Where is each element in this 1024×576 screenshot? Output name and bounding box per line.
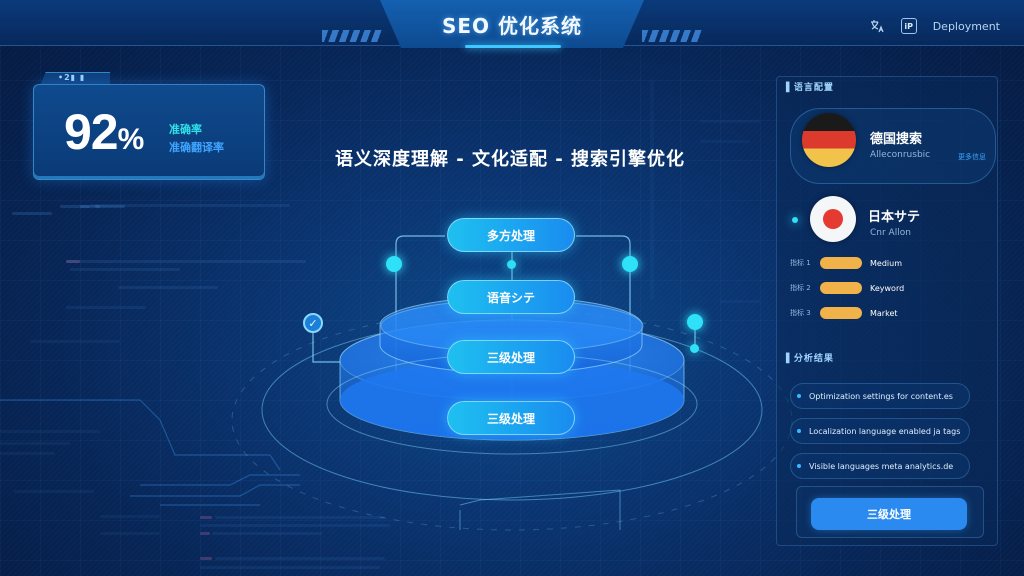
connector-node-far-right-small bbox=[690, 344, 699, 353]
stat-label-primary: 准确率 bbox=[169, 123, 202, 136]
result-list-item[interactable]: Optimization settings for content.es bbox=[790, 383, 970, 409]
metric-row-3: 指标 3 Market bbox=[790, 306, 898, 320]
header: SEO 优化系统 iP Deployment bbox=[0, 0, 1024, 60]
result-list-item[interactable]: Localization language enabled ja tags bbox=[790, 418, 970, 444]
country-name-japan: 日本サテ bbox=[868, 210, 921, 225]
process-button[interactable]: 三级处理 bbox=[811, 498, 967, 530]
pipeline-subtitle: 语义深度理解 - 文化适配 - 搜索引擎优化 bbox=[334, 149, 685, 170]
metric-row-2: 指标 2 Keyword bbox=[790, 281, 904, 295]
bullet-icon bbox=[797, 394, 801, 398]
result-text: Visible languages meta analytics.de bbox=[809, 461, 954, 471]
pipeline-step-4[interactable]: 三级处理 bbox=[447, 401, 575, 435]
stat-unit: % bbox=[117, 123, 145, 156]
section-label-languages: ▌语言配置 bbox=[786, 83, 834, 93]
country-name-germany: 德国搜索 bbox=[870, 132, 923, 147]
section-label-results: ▌分析结果 bbox=[786, 354, 834, 364]
result-list-item[interactable]: Visible languages meta analytics.de bbox=[790, 453, 970, 479]
metric-value: Market bbox=[870, 308, 898, 318]
title-plate bbox=[380, 0, 644, 48]
stat-number: 92 bbox=[64, 104, 119, 160]
metric-value: Keyword bbox=[870, 283, 905, 293]
metric-label: 指标 1 bbox=[790, 259, 811, 267]
user-label[interactable]: Deployment bbox=[932, 19, 1000, 33]
japan-indicator-dot bbox=[792, 217, 798, 223]
metric-bar[interactable] bbox=[820, 307, 862, 319]
result-text: Optimization settings for content.es bbox=[809, 391, 953, 401]
stat-value: 92% bbox=[64, 103, 145, 161]
app-icon[interactable]: iP bbox=[900, 18, 917, 34]
result-text: Localization language enabled ja tags bbox=[809, 426, 961, 436]
header-stripes-right bbox=[642, 30, 702, 42]
connector-node-right bbox=[622, 256, 638, 272]
connector-node-center bbox=[507, 260, 516, 269]
pipeline-step-2[interactable]: 语音シテ bbox=[447, 280, 575, 314]
metric-label: 指标 2 bbox=[790, 284, 811, 292]
japan-flag-icon bbox=[810, 196, 856, 242]
stat-card-tab-label: •2▮ ▮ bbox=[58, 73, 86, 82]
bullet-icon bbox=[797, 429, 801, 433]
connector-node-far-right bbox=[687, 314, 703, 330]
bullet-icon bbox=[797, 464, 801, 468]
accuracy-stat-card: 92% 准确率 准确翻译率 bbox=[33, 84, 265, 180]
check-circle-icon: ✓ bbox=[303, 313, 323, 333]
translate-icon[interactable] bbox=[869, 18, 885, 34]
stat-card-tab bbox=[40, 72, 110, 86]
pipeline-step-3[interactable]: 三级处理 bbox=[447, 340, 575, 374]
country-sub-japan: Cnr Allon bbox=[870, 228, 911, 238]
title-glow-bar bbox=[465, 45, 561, 48]
country-sub-germany: Alleconrusbic bbox=[870, 150, 931, 160]
germany-flag-icon bbox=[802, 113, 856, 167]
header-stripes-left bbox=[322, 30, 382, 42]
metric-label: 指标 3 bbox=[790, 309, 811, 317]
metric-row-1: 指标 1 Medium bbox=[790, 256, 902, 270]
metric-value: Medium bbox=[870, 258, 902, 268]
page-title: SEO 优化系统 bbox=[441, 14, 583, 38]
connector-node-left bbox=[386, 256, 402, 272]
metric-bar[interactable] bbox=[820, 257, 862, 269]
stat-label-secondary: 准确翻译率 bbox=[169, 141, 224, 154]
pipeline-step-1[interactable]: 多方处理 bbox=[447, 218, 575, 252]
metric-bar[interactable] bbox=[820, 282, 862, 294]
header-actions: iP Deployment bbox=[869, 18, 1000, 34]
country-tag-germany[interactable]: 更多信息 bbox=[958, 153, 986, 161]
